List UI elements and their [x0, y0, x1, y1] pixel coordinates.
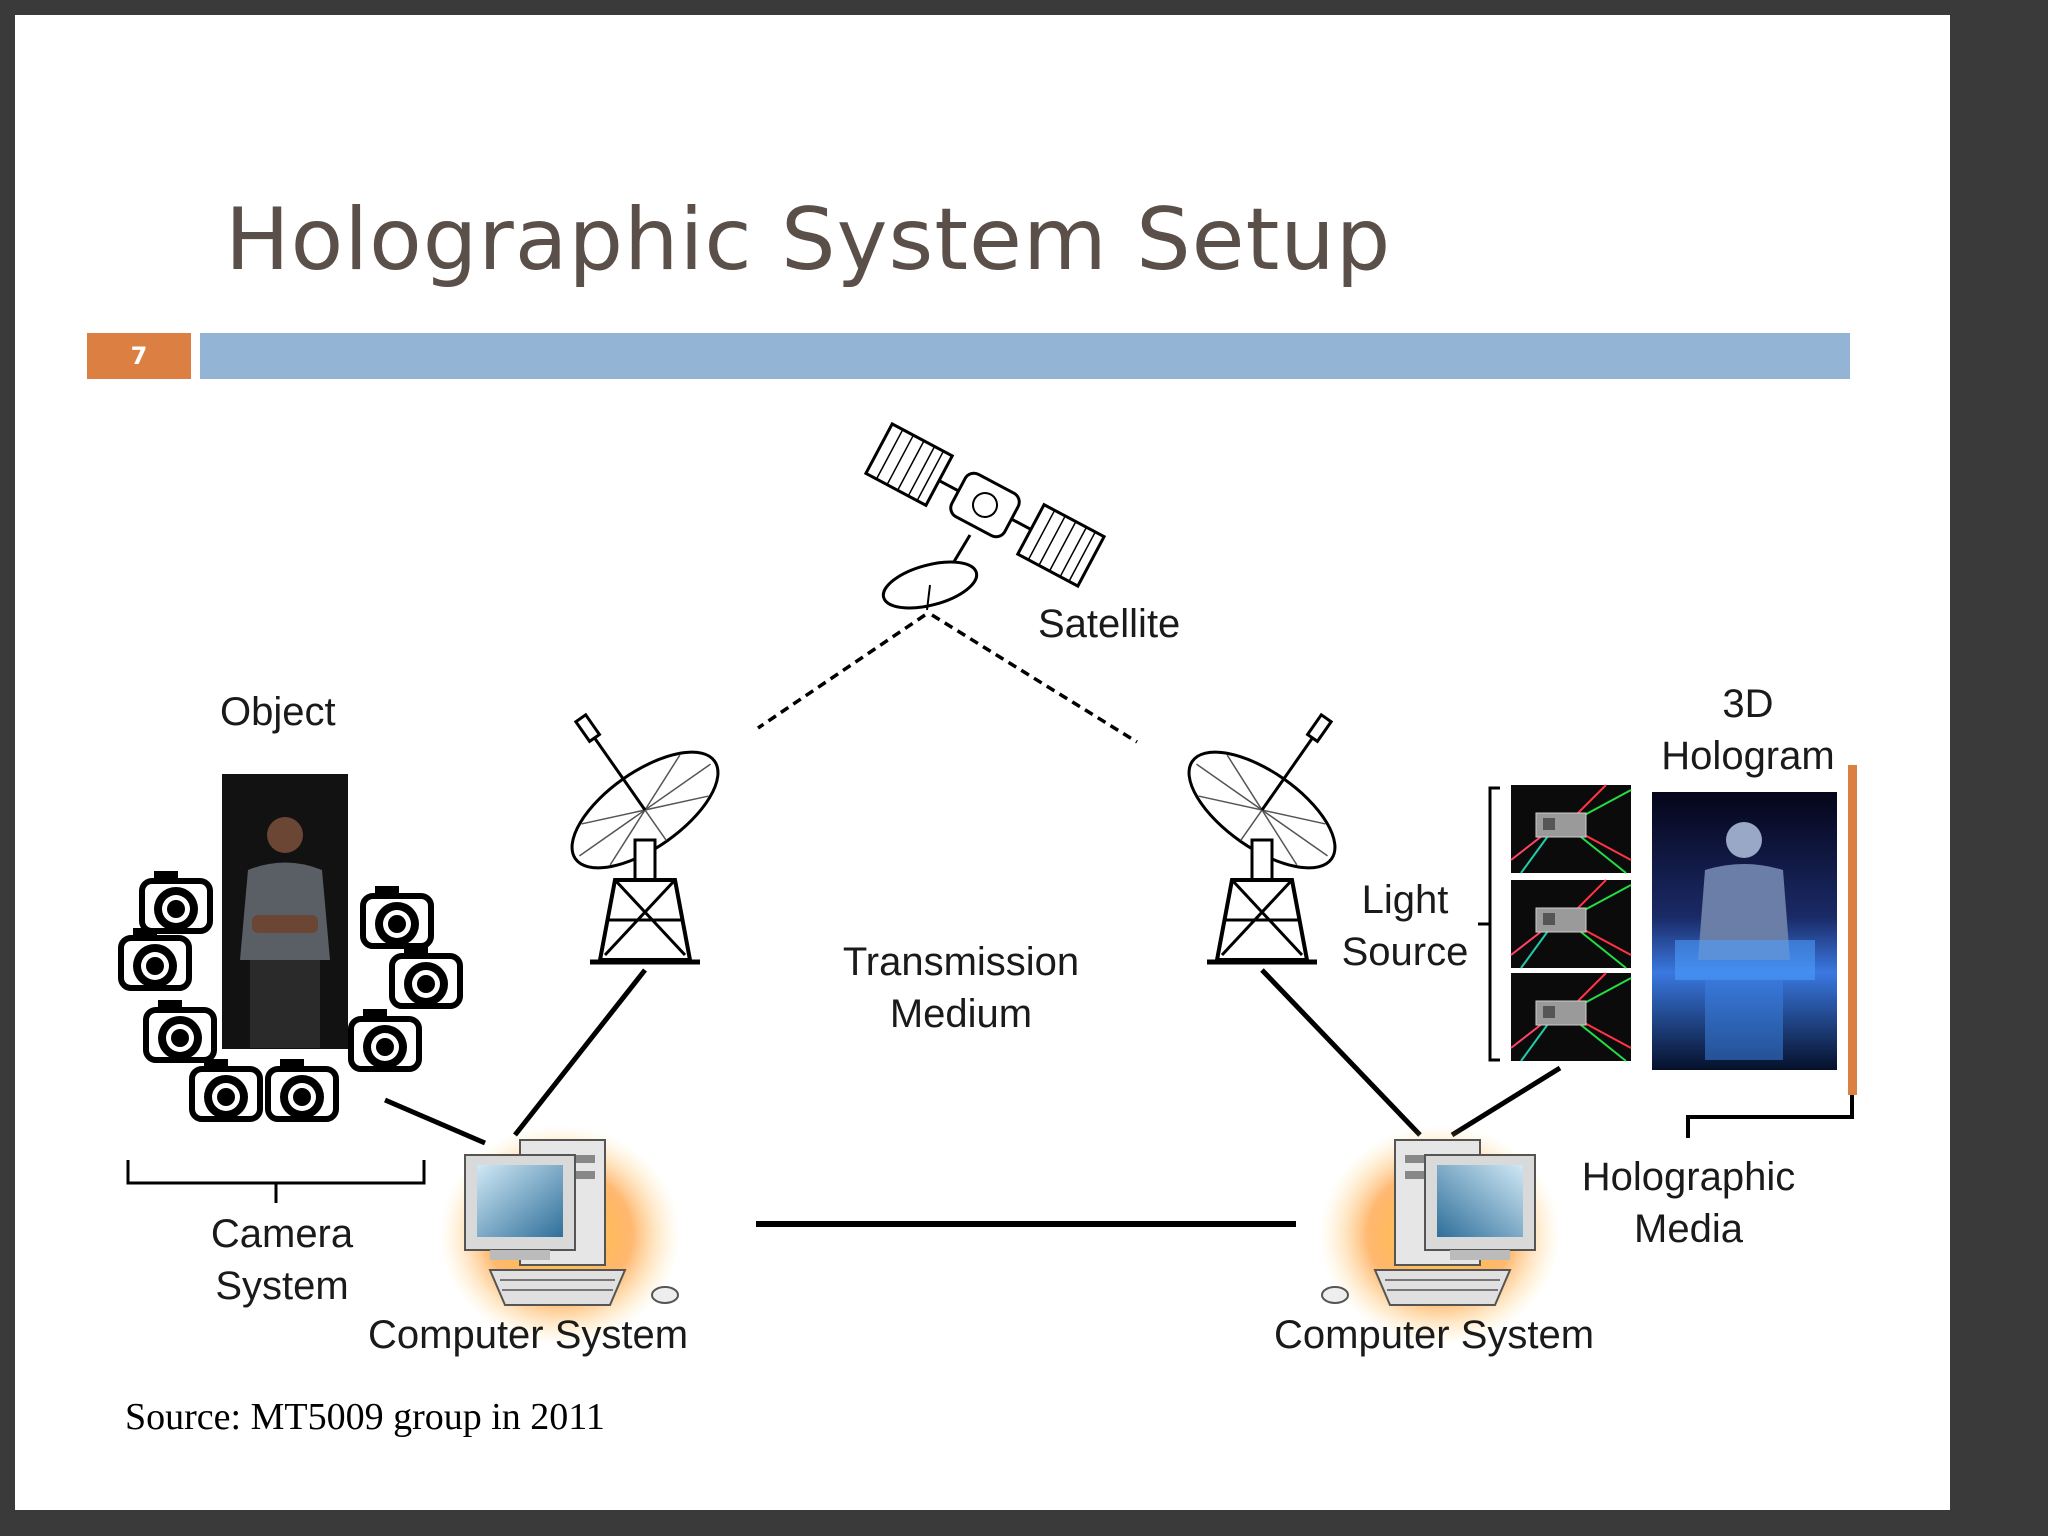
light-source-brace: [1478, 786, 1500, 1062]
satellite-icon: [863, 421, 1107, 611]
slide: [15, 15, 1950, 1510]
person-photo: [222, 774, 348, 1049]
computer-system-label-right: Computer System: [1274, 1313, 1595, 1357]
link-line-left: [513, 968, 647, 1137]
holographic-media-label: Holographic Media: [1581, 1155, 1796, 1251]
slide-number: 7: [87, 333, 191, 379]
holographic-media-bar: [1848, 765, 1857, 1095]
object-label: Object: [220, 690, 336, 734]
holographic-media-connector: [1686, 1095, 1854, 1138]
camera-system-label: Camera System: [210, 1212, 354, 1308]
uplink-right-dashed: [931, 613, 1138, 744]
satellite-dish-icon-left: [511, 670, 736, 962]
computer-system-label-left: Computer System: [368, 1313, 689, 1357]
camera-system-brace: [126, 1160, 426, 1203]
satellite-label: Satellite: [1038, 602, 1181, 646]
title-accent-bar: [200, 333, 1850, 379]
source-note: Source: MT5009 group in 2011: [125, 1396, 605, 1438]
link-line-lights: [1450, 1065, 1562, 1138]
light-source-label: Light Source: [1341, 878, 1469, 974]
hologram-label: 3D Hologram: [1661, 682, 1835, 778]
slide-title: Holographic System Setup: [225, 190, 1392, 290]
transmission-medium-label: Transmission Medium: [842, 940, 1080, 1036]
laser-projector-icon: [1510, 784, 1632, 1062]
link-line-right: [1260, 968, 1422, 1137]
hologram-image: [1652, 792, 1837, 1070]
link-line-cameras: [384, 1097, 486, 1146]
uplink-left-dashed: [757, 613, 926, 730]
